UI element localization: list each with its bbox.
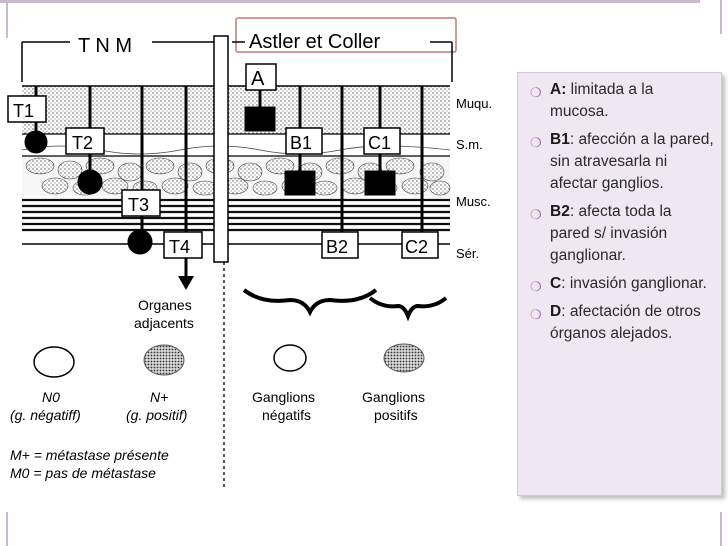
bullet-icon: ❍: [530, 135, 542, 150]
serosa-stripes: [22, 198, 450, 232]
staging-diagram: T N M Astler et Coller: [7, 17, 492, 490]
n0-label: N0: [42, 389, 60, 405]
astler-title-box: [235, 17, 457, 53]
legend-key: B1: [550, 131, 570, 148]
stage-label-t3: T3: [128, 195, 149, 215]
organes-label-line1: Organes: [138, 297, 192, 313]
negative-node-icon: [273, 344, 307, 372]
tnm-bracket: [21, 41, 214, 82]
staging-legend-list: ❍ A: limitada a la mucosa. ❍ B1: afección …: [528, 79, 715, 345]
t4-arrow-icon: [178, 276, 194, 290]
tnm-title: T N M: [78, 35, 132, 57]
stage-label-t1: T1: [13, 101, 34, 121]
frame-line-left: [6, 0, 8, 38]
legend-key: D: [550, 303, 562, 320]
legend-text: limitada a la mucosa.: [550, 81, 654, 120]
bullet-icon: ❍: [530, 307, 542, 322]
mucosa-layer: [22, 86, 450, 134]
astler-stage-boxes: [245, 63, 439, 259]
center-divider: [213, 35, 229, 263]
stage-label-c2: C2: [405, 237, 428, 257]
legend-item-a: ❍ A: limitada a la mucosa.: [528, 79, 715, 123]
nplus-label: N+: [150, 389, 168, 405]
stage-label-c1: C1: [368, 133, 391, 153]
stage-label-t4: T4: [169, 237, 190, 257]
n0-sublabel: (g. négatiff): [10, 407, 81, 423]
ganglions-negatifs-line1: Ganglions: [252, 389, 315, 405]
ganglions-negatifs-line2: négatifs: [262, 407, 311, 423]
ganglions-positifs-line1: Ganglions: [362, 389, 425, 405]
nplus-node-icon: [143, 344, 185, 376]
frame-line-left-bottom: [6, 512, 8, 546]
legend-text: : afectación de otros órganos alejados.: [550, 303, 701, 342]
layer-label-serosa: Sér.: [456, 246, 479, 261]
staging-legend-panel: ❍ A: limitada a la mucosa. ❍ B1: afección …: [517, 72, 722, 496]
frame-line-right: [720, 0, 722, 34]
astler-bracket: [232, 41, 453, 82]
metastase-negative: M0 = pas de métastase: [10, 465, 156, 481]
legend-text: : invasión ganglionar.: [561, 275, 707, 292]
bullet-icon: ❍: [530, 207, 542, 222]
legend-item-b1: ❍ B1: afección a la pared, sin atravesarl…: [528, 129, 715, 195]
bullet-icon: ❍: [530, 279, 542, 294]
stage-label-a: A: [251, 68, 265, 90]
legend-item-b2: ❍ B2: afecta toda la pared s/ invasión ga…: [528, 201, 715, 267]
legend-text: : afecta toda la pared s/ invasión gangl…: [550, 203, 672, 264]
astler-title: Astler et Coller: [249, 31, 380, 53]
bullet-icon: ❍: [530, 85, 542, 100]
layer-label-muscle: Musc.: [456, 194, 491, 209]
positive-node-icon: [383, 343, 425, 373]
brace-ganglions-negatifs: [242, 288, 378, 317]
ganglions-positifs-line2: positifs: [374, 407, 418, 423]
stage-label-b1: B1: [290, 133, 312, 153]
nplus-sublabel: (g. positif): [126, 407, 187, 423]
legend-item-c: ❍ C: invasión ganglionar.: [528, 273, 715, 295]
legend-key: B2: [550, 203, 570, 220]
organes-label-line2: adjacents: [134, 315, 194, 331]
stage-label-b2: B2: [326, 237, 348, 257]
legend-key: A:: [550, 81, 567, 98]
n0-node-icon: [33, 346, 75, 378]
metastase-positive: M+ = métastase présente: [10, 447, 169, 463]
stage-label-t2: T2: [72, 133, 93, 153]
legend-key: C: [550, 275, 562, 292]
legend-item-d: ❍ D: afectación de otros órganos alejados…: [528, 301, 715, 345]
frame-line-top: [0, 0, 700, 3]
frame-line-right-bottom: [720, 512, 722, 546]
brace-ganglions-positifs: [368, 296, 448, 322]
layer-label-mucosa: Muqu.: [456, 96, 492, 111]
layer-label-submucosa: S.m.: [456, 137, 483, 152]
legend-text: : afección a la pared, sin atravesarla n…: [550, 131, 714, 192]
tnm-stage-labels: [7, 95, 203, 259]
